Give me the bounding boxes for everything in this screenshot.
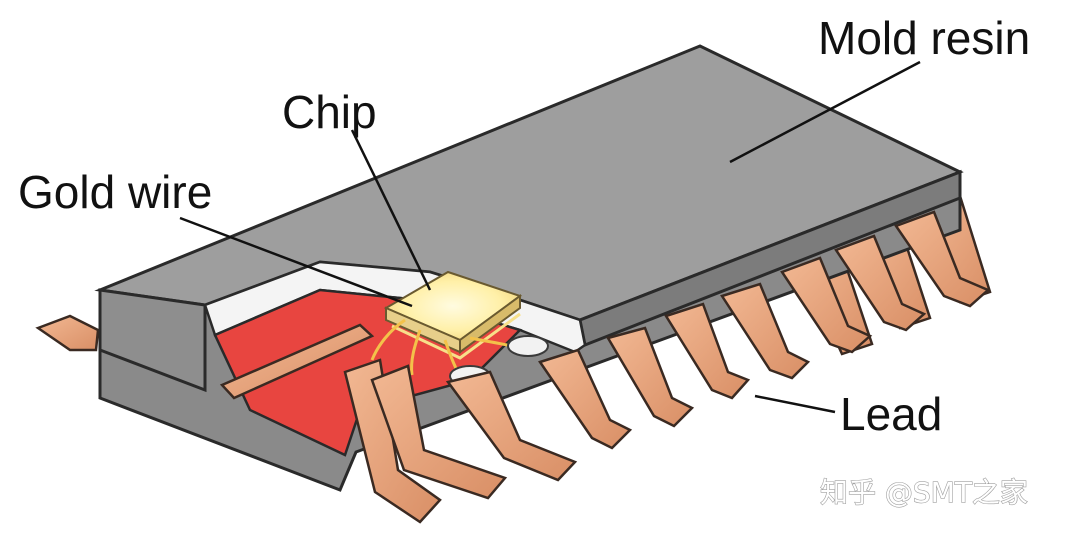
leader-lead [754, 394, 836, 414]
mold-left-front [98, 288, 207, 393]
leader-chip [350, 129, 432, 291]
leader-gold-wire [179, 216, 413, 308]
label-gold-wire: Gold wire [18, 166, 212, 218]
watermark: 知乎 @SMT之家 [820, 476, 1028, 509]
label-mold-resin: Mold resin [818, 12, 1030, 64]
leader-mold-resin [729, 60, 921, 164]
inner-lead-bar [219, 323, 375, 400]
front-leads [343, 210, 991, 524]
lead-left-stub [35, 314, 100, 352]
label-lead: Lead [840, 388, 942, 440]
bond-pad [507, 335, 549, 357]
label-chip: Chip [282, 86, 377, 138]
